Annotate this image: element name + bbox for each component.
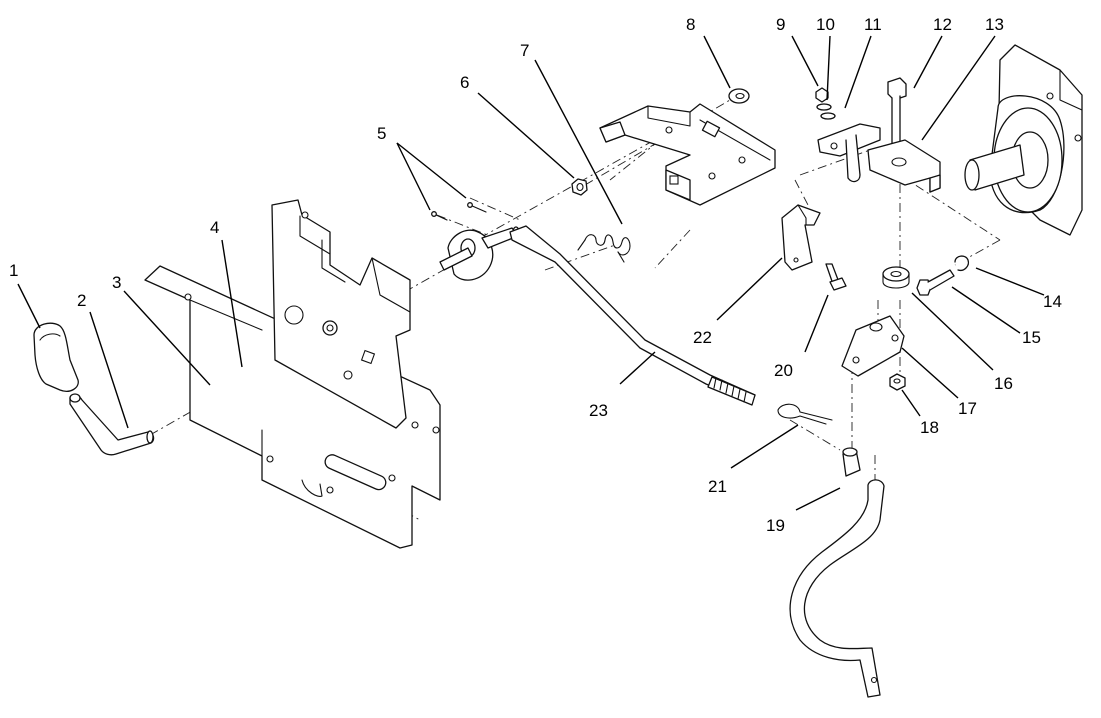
bolt-15-part <box>916 269 955 296</box>
nut-9-part <box>815 87 829 103</box>
callout-10: 10 <box>816 15 835 34</box>
leader-lines <box>17 35 1045 511</box>
callout-labels: 1 2 3 4 5 6 7 8 9 10 11 12 13 14 15 16 1… <box>9 15 1062 535</box>
nut-18-part <box>889 373 906 391</box>
callout-1: 1 <box>9 261 18 280</box>
shift-arm-part <box>439 226 520 281</box>
bolt-20-part <box>825 263 847 291</box>
shift-link-rod-part <box>789 479 885 698</box>
shift-bracket-11-part <box>817 123 881 183</box>
pins-part <box>431 202 487 221</box>
callout-8: 8 <box>686 15 695 34</box>
callout-19: 19 <box>766 516 785 535</box>
shift-lever-part <box>69 393 155 456</box>
callout-17: 17 <box>958 399 977 418</box>
callout-5: 5 <box>377 124 386 143</box>
spring-part <box>577 234 631 263</box>
callout-6: 6 <box>460 73 469 92</box>
ferrule-part <box>842 447 861 477</box>
callout-13: 13 <box>985 15 1004 34</box>
clip-14-part <box>954 255 970 272</box>
spacer-16-part <box>882 266 910 289</box>
transaxle-housing-part <box>964 44 1083 236</box>
angle-bracket-part <box>781 204 821 271</box>
link-plate-part <box>841 315 905 377</box>
washers-10-part <box>816 103 836 120</box>
callout-15: 15 <box>1022 328 1041 347</box>
callout-23: 23 <box>589 401 608 420</box>
hairpin-clip-part <box>777 403 833 425</box>
frame-bracket-part <box>599 103 776 206</box>
callout-12: 12 <box>933 15 952 34</box>
callout-22: 22 <box>693 328 712 347</box>
callout-21: 21 <box>708 477 727 496</box>
mounting-plate-part <box>144 265 441 549</box>
callout-18: 18 <box>920 418 939 437</box>
shift-rod-part <box>509 225 756 406</box>
callout-9: 9 <box>776 15 785 34</box>
callout-7: 7 <box>520 41 529 60</box>
washer-8-part <box>728 88 750 104</box>
transaxle-bracket-part <box>867 139 941 193</box>
nut-6-part <box>571 178 588 196</box>
knob-part <box>33 322 79 392</box>
shift-plate-part <box>271 199 411 429</box>
callout-3: 3 <box>112 273 121 292</box>
callout-11: 11 <box>864 15 882 34</box>
callout-14: 14 <box>1043 292 1062 311</box>
callout-16: 16 <box>994 374 1013 393</box>
callout-2: 2 <box>77 291 86 310</box>
callout-20: 20 <box>774 361 793 380</box>
callout-4: 4 <box>210 218 219 237</box>
